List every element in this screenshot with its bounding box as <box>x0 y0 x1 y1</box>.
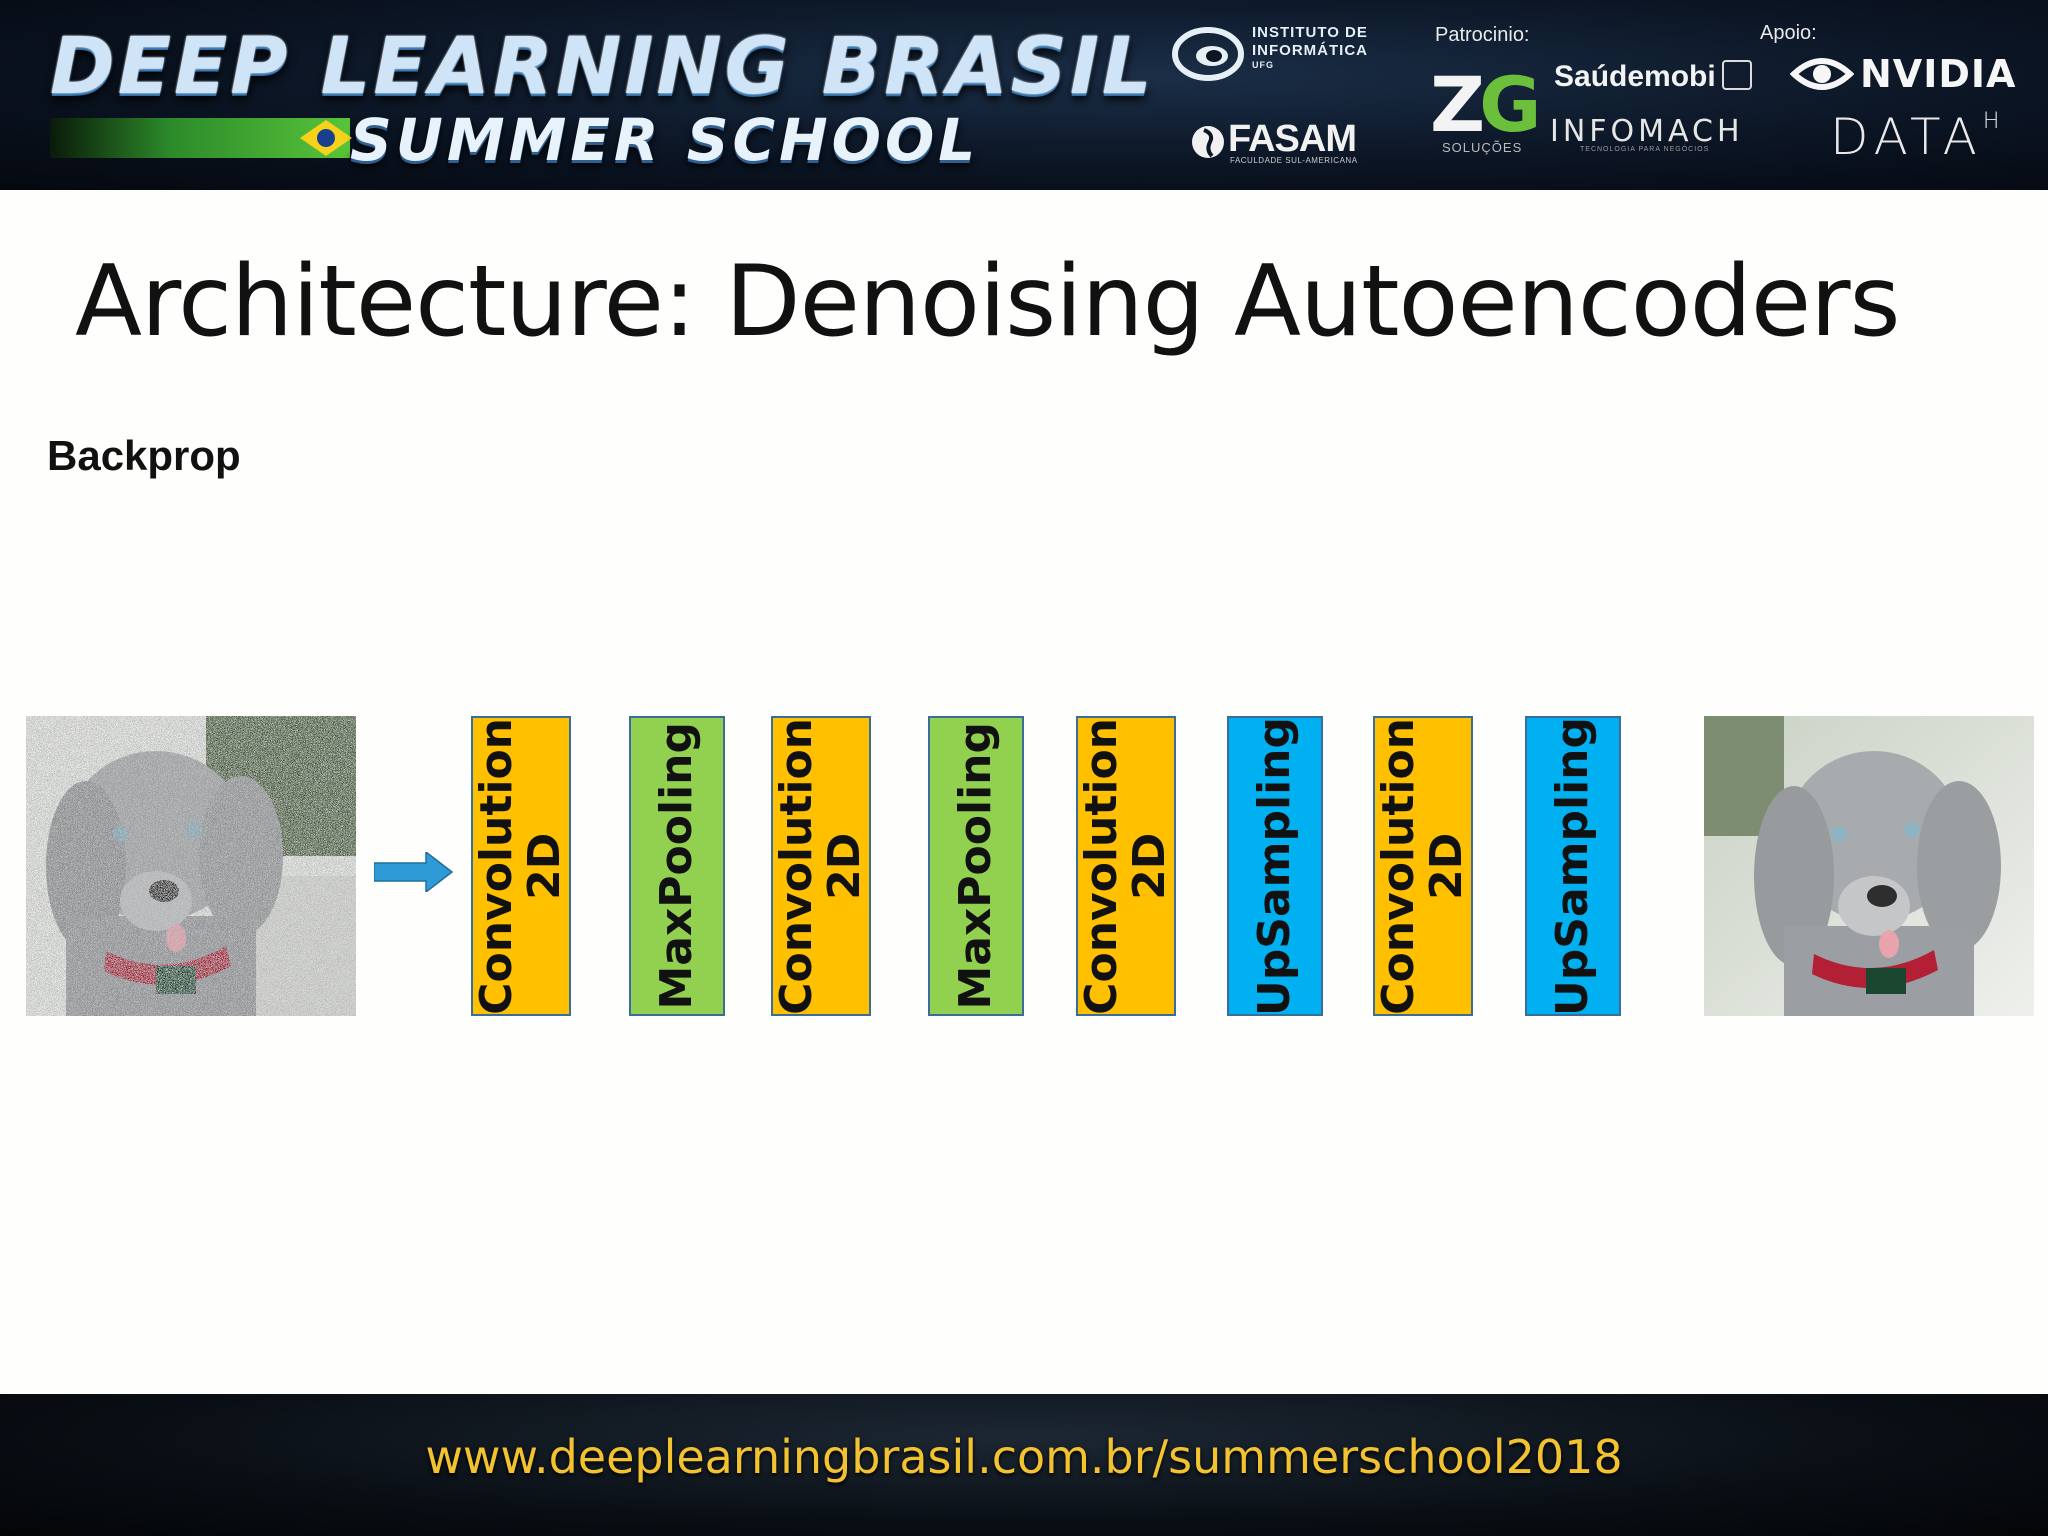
logo-fasam: FASAM FACULDADE SUL-AMERICANA <box>1190 118 1390 168</box>
footer-banner: www.deeplearningbrasil.com.br/summerscho… <box>0 1394 2048 1536</box>
ufg-line2: INFORMÁTICA <box>1252 42 1368 59</box>
footer-url: www.deeplearningbrasil.com.br/summerscho… <box>425 1430 1623 1484</box>
header-banner: DEEP LEARNING BRASIL SUMMER SCHOOL INSTI… <box>0 0 2048 190</box>
layer-label: Convolution 2D <box>1373 717 1472 1015</box>
fasam-subtext: FACULDADE SUL-AMERICANA <box>1230 156 1358 165</box>
saudemobi-monitor-icon <box>1721 60 1752 91</box>
slide-title: Architecture: Denoising Autoencoders <box>75 245 1901 359</box>
banner-title: DEEP LEARNING BRASIL <box>50 22 1155 112</box>
logo-datah: DATAH <box>1830 108 1999 166</box>
layer-upsampling-2: UpSampling <box>1525 716 1621 1016</box>
logo-zg: ZG SOLUÇÕES <box>1428 60 1542 156</box>
brazil-flag-icon <box>300 120 352 156</box>
sponsor-label: Patrocinio: <box>1435 24 1530 46</box>
logo-inf-ufg: INSTITUTO DE INFORMÁTICA UFG <box>1172 18 1392 88</box>
logo-nvidia: NVIDIA <box>1790 52 2015 102</box>
infomach-subtext: TECNOLOGIA PARA NEGÓCIOS <box>1580 146 1710 153</box>
logo-saudemobi: Saúdemobi <box>1554 60 1752 94</box>
layer-label: Convolution 2D <box>771 717 870 1015</box>
inf-ufg-emblem-icon <box>1172 27 1244 81</box>
datah-text: DATA <box>1830 108 1983 166</box>
denoised-output-dog-image <box>1704 716 2034 1016</box>
layer-conv2d-1: Convolution 2D <box>471 716 571 1016</box>
support-label: Apoio: <box>1760 22 1817 44</box>
layer-conv2d-2: Convolution 2D <box>771 716 871 1016</box>
layer-label: UpSampling <box>1547 716 1598 1016</box>
layer-label: MaxPooling <box>651 722 702 1010</box>
layer-label: Convolution 2D <box>471 717 570 1015</box>
logo-infomach: INFOMACH <box>1550 114 1744 149</box>
ufg-line1: INSTITUTO DE <box>1252 24 1368 41</box>
layer-conv2d-4: Convolution 2D <box>1373 716 1473 1016</box>
layer-label: UpSampling <box>1249 716 1300 1016</box>
layer-upsampling-1: UpSampling <box>1227 716 1323 1016</box>
nvidia-eye-icon <box>1790 58 1854 90</box>
layer-conv2d-3: Convolution 2D <box>1076 716 1176 1016</box>
ufg-line3: UFG <box>1252 60 1274 70</box>
nvidia-text: NVIDIA <box>1860 52 2017 96</box>
zg-mark-icon: ZG <box>1430 60 1542 149</box>
layer-maxpooling-2: MaxPooling <box>928 716 1024 1016</box>
layer-maxpooling-1: MaxPooling <box>629 716 725 1016</box>
fasam-globe-icon <box>1192 126 1224 158</box>
zg-subtext: SOLUÇÕES <box>1442 140 1523 155</box>
banner-subtitle: SUMMER SCHOOL <box>350 106 980 174</box>
slide-subtitle: Backprop <box>47 432 241 479</box>
datah-sup: H <box>1982 109 2000 135</box>
input-arrow-icon <box>374 852 454 892</box>
layer-label: Convolution 2D <box>1076 717 1175 1015</box>
noisy-input-dog-image <box>26 716 356 1016</box>
saudemobi-text: Saúdemobi <box>1554 60 1716 93</box>
layer-label: MaxPooling <box>950 722 1001 1010</box>
fasam-text: FASAM <box>1228 118 1357 160</box>
